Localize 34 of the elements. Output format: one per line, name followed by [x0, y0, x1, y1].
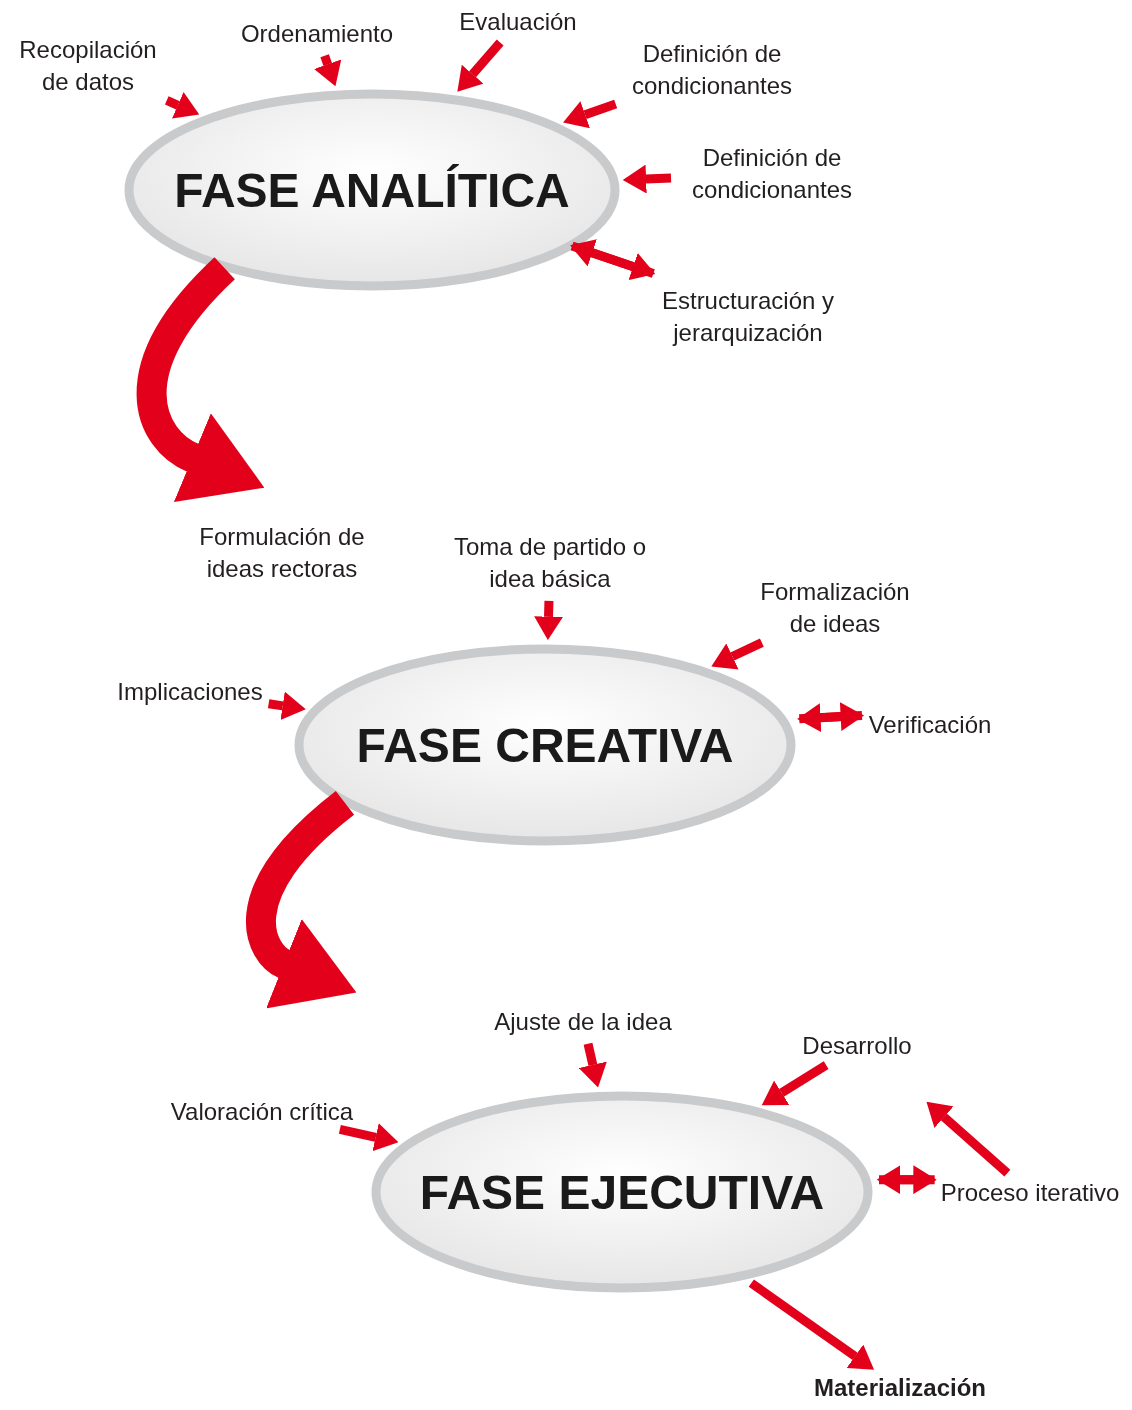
- step-label: Valoración crítica: [170, 1096, 354, 1128]
- arrow: [761, 1061, 829, 1106]
- step-label: Desarrollo: [802, 1030, 912, 1062]
- step-label: Ordenamiento: [240, 18, 394, 50]
- step-label: Proceso iterativo: [940, 1177, 1120, 1209]
- arrow: [457, 39, 504, 92]
- arrow: [926, 1101, 1011, 1177]
- arrow: [338, 1123, 399, 1152]
- step-label: Materialización: [813, 1372, 987, 1404]
- step-label: Definición de condicionantes: [677, 142, 867, 206]
- arrow: [563, 99, 618, 129]
- arrow: [578, 1042, 607, 1088]
- step-label: Ajuste de la idea: [494, 1006, 672, 1038]
- phase-title: FASE ANALÍTICA: [173, 162, 571, 218]
- curved-arrow: [136, 257, 262, 501]
- step-label: Toma de partido o idea básica: [452, 531, 648, 595]
- step-label: Evaluación: [459, 6, 577, 38]
- curved-arrow: [246, 791, 355, 1006]
- step-label: Formulación de ideas rectoras: [198, 522, 366, 584]
- step-label: Verificación: [868, 709, 992, 741]
- arrow: [622, 164, 672, 194]
- step-label: Definición de condicionantes: [617, 38, 807, 102]
- step-label: Formalización de ideas: [745, 576, 925, 640]
- arrow: [164, 92, 200, 119]
- step-label: Recopilación de datos: [8, 34, 168, 98]
- arrow: [711, 638, 764, 670]
- arrow: [534, 600, 563, 641]
- arrow: [267, 691, 306, 721]
- arrow: [314, 54, 342, 87]
- phase-title: FASE CREATIVA: [355, 717, 735, 773]
- phase-title: FASE EJECUTIVA: [418, 1164, 826, 1220]
- step-label: Estructuración y jerarquización: [655, 285, 841, 349]
- step-label: Implicaciones: [117, 676, 263, 708]
- arrow: [748, 1279, 875, 1370]
